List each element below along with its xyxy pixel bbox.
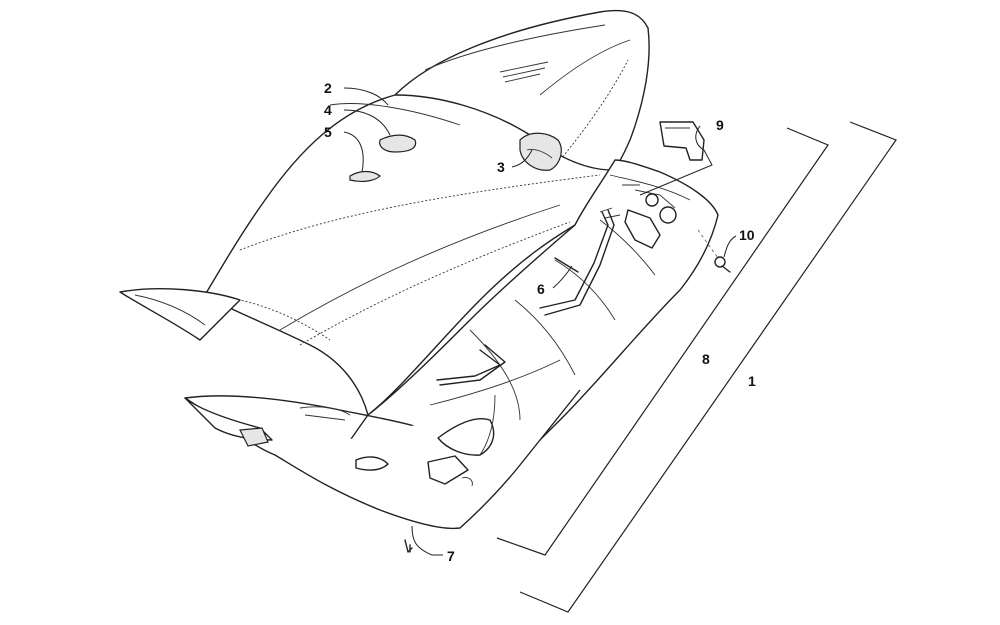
callout-5: 5 [324,124,332,140]
callout-4: 4 [324,102,332,118]
callout-3: 3 [497,159,505,175]
callout-8: 8 [702,351,710,367]
assembly-bracket-1 [519,121,897,613]
part-7-clip [404,539,413,553]
clips [436,209,615,386]
leader-lines [343,87,737,556]
part-4-patch [379,134,417,153]
callout-labels: 2 4 5 3 6 7 8 1 9 10 [324,80,756,564]
part-10-fastener [697,229,731,273]
assembly-bracket-8 [496,127,829,556]
seat-cover [119,9,650,416]
part-9-bracket [659,121,705,161]
callout-2: 2 [324,80,332,96]
callout-9: 9 [716,117,724,133]
callout-6: 6 [537,281,545,297]
callout-1: 1 [748,373,756,389]
part-3-patch [519,132,562,171]
part-5-patch [349,170,381,182]
callout-7: 7 [447,548,455,564]
callout-10: 10 [739,227,755,243]
